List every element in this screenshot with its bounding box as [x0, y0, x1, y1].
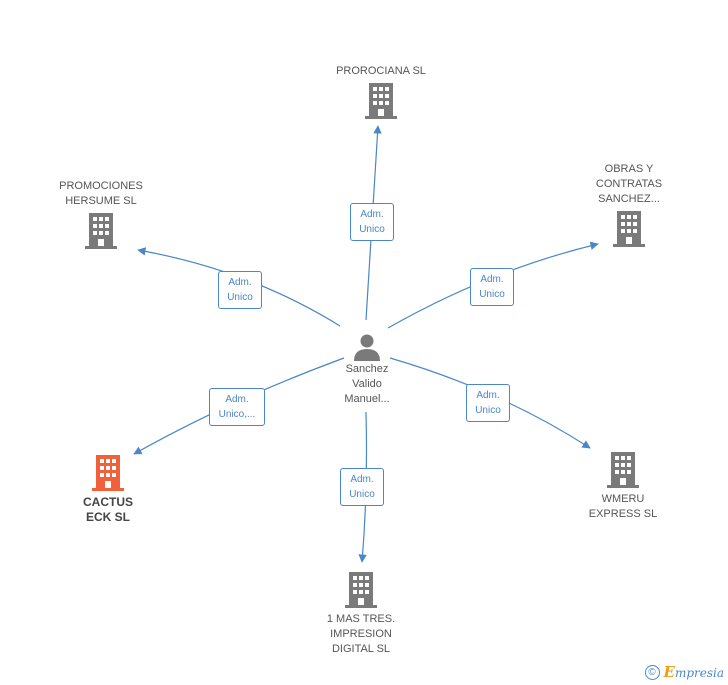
edge-label-masstres[interactable]: Adm. Unico — [340, 468, 384, 506]
copyright-icon: © — [644, 664, 660, 680]
building-icon — [92, 455, 124, 491]
edge-label-prorociana[interactable]: Adm. Unico — [350, 203, 394, 241]
edge-label-wmeru[interactable]: Adm. Unico — [466, 384, 510, 422]
building-icon — [365, 83, 397, 119]
node-prorociana[interactable]: PROROCIANA SL — [318, 64, 444, 119]
building-icon — [85, 213, 117, 249]
node-wmeru-name: WMERU EXPRESS SL — [588, 493, 658, 520]
center-person-node[interactable]: Sanchez Valido Manuel... — [320, 332, 414, 407]
edge-label-cactus[interactable]: Adm. Unico,... — [209, 388, 265, 426]
node-wmeru[interactable]: WMERU EXPRESS SL — [568, 452, 678, 522]
node-promociones-name: PROMOCIONES HERSUME SL — [59, 180, 143, 207]
brand-logo: Empresia — [663, 663, 725, 681]
node-cactus[interactable]: CACTUS ECK SL — [58, 455, 158, 525]
edge-label-obras[interactable]: Adm. Unico — [470, 268, 514, 306]
node-cactus-name: CACTUS ECK SL — [83, 495, 133, 524]
node-obras-name: OBRAS Y CONTRATAS SANCHEZ... — [595, 163, 663, 205]
node-obras[interactable]: OBRAS Y CONTRATAS SANCHEZ... — [574, 162, 684, 247]
person-icon — [354, 334, 380, 361]
node-promociones[interactable]: PROMOCIONES HERSUME SL — [46, 179, 156, 249]
node-masstres-name: 1 MAS TRES. IMPRESION DIGITAL SL — [326, 613, 396, 655]
building-icon — [613, 211, 645, 247]
footer-brand: ©Empresia — [644, 663, 725, 681]
node-prorociana-name: PROROCIANA SL — [336, 65, 426, 77]
building-icon — [345, 572, 377, 608]
building-icon — [607, 452, 639, 488]
center-person-name: Sanchez Valido Manuel... — [344, 363, 390, 405]
edge-label-promociones[interactable]: Adm. Unico — [218, 271, 262, 309]
node-masstres[interactable]: 1 MAS TRES. IMPRESION DIGITAL SL — [306, 572, 416, 657]
